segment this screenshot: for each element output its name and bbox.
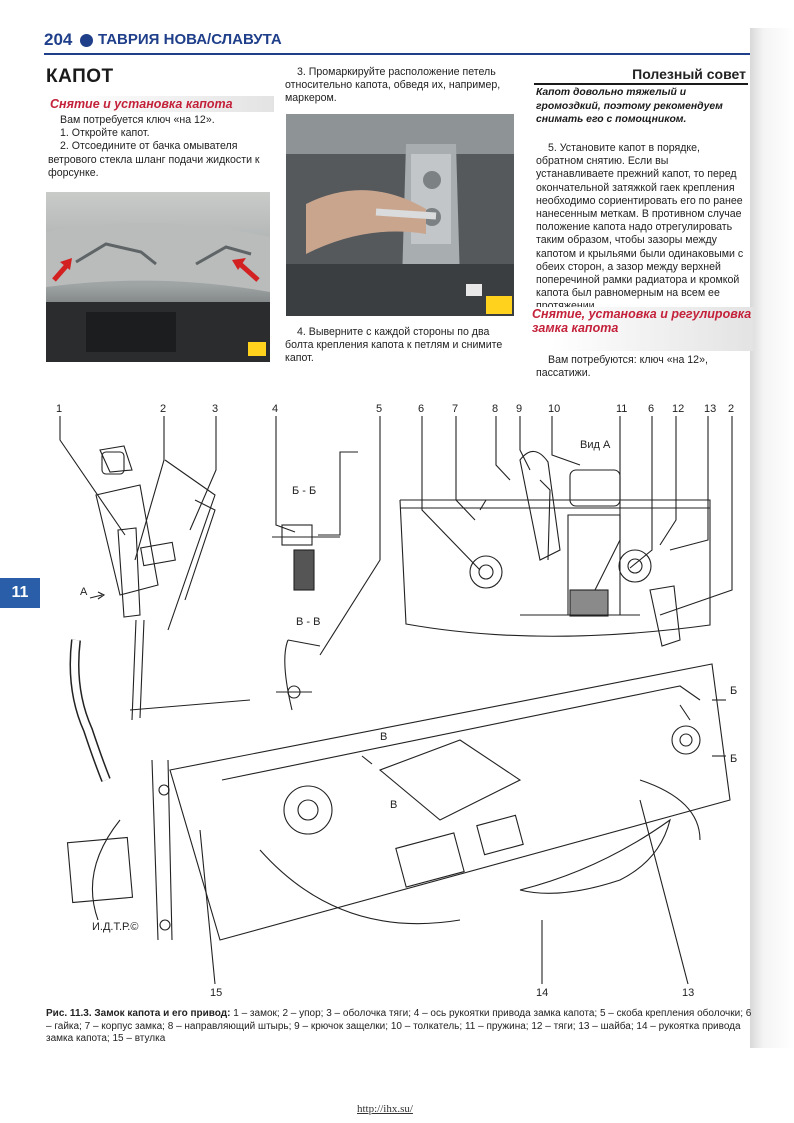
view-arrow-a: А [80,586,88,598]
tip-heading: Полезный совет [632,66,746,82]
callout: 4 [272,403,278,415]
running-header: 204 ТАВРИЯ НОВА/СЛАВУТА [44,30,744,52]
removal-heading: Снятие и установка капота [46,96,274,112]
callout: 11 [616,403,627,415]
chapter-tab: 11 [0,578,40,608]
section-vv-label: В - В [296,616,320,628]
drawing-signature: И.Д.Т.Р.© [92,921,138,933]
callout: 14 [536,987,548,999]
callout: 13 [704,403,716,415]
callout: 9 [516,403,522,415]
callout: 6 [648,403,654,415]
removal-step-4: 4. Выверните с каждой стороны по два бол… [285,326,503,365]
view-a-label: Вид А [580,439,611,451]
cut-label-b: Б [730,753,737,765]
callout: 12 [672,403,684,415]
callout: 2 [728,403,734,415]
tip-text: Капот довольно тяжелый и громоздкий, поэ… [536,87,723,125]
cut-label-b: Б [730,685,737,697]
cut-label-v: В [390,799,397,811]
callout: 8 [492,403,498,415]
step-5-text: 5. Установите капот в порядке, обратном … [536,142,744,312]
removal-step-2: 2. Отсоедините от бачка омывателя ветров… [48,140,260,179]
step-5-block: 5. Установите капот в порядке, обратном … [536,142,748,314]
lock-section-tools: Вам потребуются: ключ «на 12», пассатижи… [536,354,708,380]
tip-rule [534,83,748,85]
caption-text: 1 – замок; 2 – упор; 3 – оболочка тяги; … [46,1008,752,1044]
callout: 2 [160,403,166,415]
cut-label-v: В [380,731,387,743]
page-number: 204 [44,30,73,49]
lock-section-tools-block: Вам потребуются: ключ «на 12», пассатижи… [536,354,750,380]
callout: 13 [682,987,694,999]
photo-washer-hose [46,192,270,362]
removal-intro-text: Вам потребуется ключ «на 12». 1. Откройт… [48,114,270,180]
callout: 15 [210,987,222,999]
callout: 7 [452,403,458,415]
removal-step-3-block: 3. Промаркируйте расположение петель отн… [285,66,515,106]
removal-step-4-block: 4. Выверните с каждой стороны по два бол… [285,326,515,366]
callout: 1 [56,403,62,415]
callout: 10 [548,403,560,415]
removal-step-3: 3. Промаркируйте расположение петель отн… [285,66,501,105]
page-edge-shadow [750,28,794,1048]
header-rule [44,53,750,55]
section-bb-label: Б - Б [292,485,316,497]
book-title: ТАВРИЯ НОВА/СЛАВУТА [98,31,282,48]
photo-hinge-bolts [286,114,514,316]
footer-link[interactable]: http://ihx.su/ [357,1103,413,1115]
callout: 3 [212,403,218,415]
lock-drawing: 1 2 3 4 5 6 7 8 9 10 11 6 12 13 2 [40,400,752,1010]
lock-section-heading: Снятие, установка и регулировка замка ка… [528,307,754,351]
callout: 6 [418,403,424,415]
removal-tools: Вам потребуется ключ «на 12». [60,114,215,126]
figure-caption: Рис. 11.3. Замок капота и его привод: 1 … [46,1008,752,1046]
section-title: КАПОТ [46,66,114,87]
removal-step-1: 1. Откройте капот. [60,127,150,140]
caption-label: Рис. 11.3. Замок капота и его привод: [46,1008,231,1019]
callout: 5 [376,403,382,415]
bullet-dot-icon [80,34,93,47]
